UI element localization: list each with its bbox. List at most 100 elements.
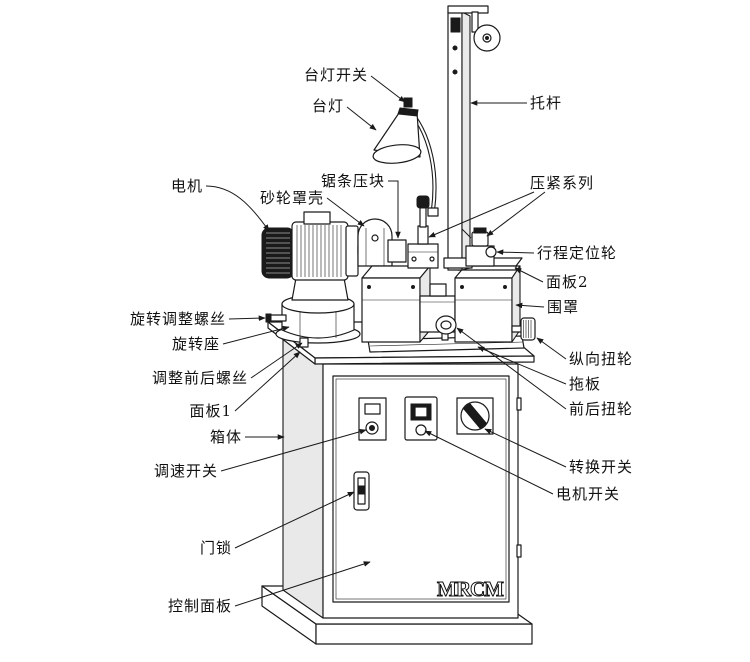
label-panel-1: 面板1 (189, 402, 232, 420)
front-back-adjust-screw (299, 337, 309, 348)
label-stroke-positioning-wheel: 行程定位轮 (537, 244, 617, 262)
label-front-back-knob: 前后扭轮 (569, 400, 633, 418)
label-selector-switch: 转换开关 (569, 458, 633, 476)
clamp-left-body (407, 243, 439, 269)
base-front-face (315, 623, 533, 645)
label-saw-blade-clamp-block: 锯条压块 (321, 172, 385, 190)
saw-blade-clamp-block (387, 239, 407, 263)
speed-switch-display (364, 403, 381, 415)
lamp-arm (413, 115, 436, 211)
longitudinal-knob-knurling (523, 320, 532, 338)
leader-rotation-adjust-screw (228, 315, 266, 321)
label-clamping-series: 压紧系列 (530, 174, 594, 192)
support-rod-top-arm (447, 5, 489, 14)
lamp-shade-band (397, 107, 419, 117)
leader-carriage (477, 346, 567, 385)
door-hinge-bottom (516, 544, 522, 558)
longitudinal-knob-wheel (520, 317, 536, 341)
right-block-screw (503, 285, 507, 289)
label-support-rod: 托杆 (530, 94, 562, 112)
leader-wheel-guard (326, 197, 365, 227)
support-rod (443, 5, 501, 271)
clamp-right-lever (461, 228, 472, 239)
leader-motor (205, 185, 270, 232)
clamp-right-knob (471, 231, 489, 247)
label-motor-switch: 电机开关 (556, 485, 620, 503)
support-rod-clamp (450, 17, 461, 33)
left-block-screw (367, 285, 371, 289)
motor-cooling-fins (296, 225, 342, 277)
front-back-knob (435, 315, 457, 341)
support-rod-screw (452, 69, 458, 75)
leader-rotating-seat (222, 325, 290, 345)
support-rod-side (461, 11, 471, 271)
selector-switch-handle (462, 402, 488, 430)
left-block-screw (411, 285, 415, 289)
leader-control-panel (234, 561, 371, 607)
door-inner-frame (335, 378, 507, 600)
rotation-screw-head (265, 313, 272, 323)
cabinet-side-face (282, 335, 324, 619)
rotation-screw-shank (269, 314, 287, 322)
clamp-right-knob-cap (473, 227, 487, 234)
door-lock (353, 471, 370, 511)
clamp-left-handle-knob (416, 195, 430, 209)
leader-front-back-adjust-screw (250, 342, 303, 379)
clamp-right (461, 227, 497, 267)
wheel-guard-shell (357, 218, 393, 267)
label-lamp: 台灯 (312, 97, 344, 115)
speed-switch (358, 397, 387, 441)
wheel-guard-bolt (371, 234, 379, 242)
label-carriage: 拖板 (569, 375, 601, 393)
clamp-left-bolt (411, 256, 417, 262)
left-block-front (361, 277, 421, 343)
carriage-plate-edge (369, 341, 524, 347)
longitudinal-knob (511, 317, 536, 341)
leader-motor-switch (424, 430, 554, 495)
support-rod-wheel-axle (485, 36, 489, 40)
label-front-back-adjust-screw: 调整前后螺丝 (152, 369, 248, 387)
motor-switch-indicator (415, 424, 427, 436)
right-block-screw (460, 285, 464, 289)
leader-speed-switch (220, 429, 367, 472)
stroke-positioning-wheel (485, 246, 497, 258)
support-rod-screw (452, 45, 458, 51)
label-wheel-guard: 砂轮罩壳 (260, 189, 324, 207)
labels: 台灯开关 台灯 托杆 电机 锯条压块 砂轮罩壳 压紧系列 行程定位轮 面板2 围… (130, 66, 633, 615)
label-rotation-adjust-screw: 旋转调整螺丝 (130, 310, 226, 328)
label-longitudinal-knob: 纵向扭轮 (569, 350, 633, 368)
leader-selector-switch (484, 428, 567, 468)
leader-lamp-switch (370, 75, 406, 103)
lamp-arm-base (427, 207, 439, 217)
leader-saw-blade-clamp-block (388, 180, 401, 239)
leader-clamping-series-right (486, 191, 546, 237)
leader-lines (205, 75, 567, 607)
label-lamp-switch: 台灯开关 (304, 66, 368, 84)
door-hinge-top (516, 397, 522, 411)
clamp-left-bolt (429, 256, 435, 262)
lamp (372, 97, 439, 217)
leader-door-lock (234, 491, 355, 549)
right-block-enclosure (454, 265, 521, 343)
leader-lamp (346, 106, 377, 131)
motor-bracket (291, 277, 349, 301)
motor-fan-cover-ribs (266, 232, 290, 274)
leader-front-back-knob (456, 327, 567, 410)
wheel-guard (357, 218, 393, 267)
front-back-knob-hub (440, 320, 452, 330)
support-rod-front (447, 11, 463, 271)
label-panel-2: 面板2 (546, 273, 589, 291)
leader-enclosure (515, 302, 545, 309)
motor-terminal-box (303, 211, 331, 225)
motor (261, 211, 365, 281)
leader-panel-1 (234, 351, 301, 412)
label-door-lock: 门锁 (200, 539, 232, 557)
leader-clamping-series-left (428, 191, 535, 238)
label-cabinet: 箱体 (210, 428, 242, 446)
clamp-left (407, 195, 439, 269)
motor-body (291, 221, 349, 281)
rotation-adjust-screw (265, 313, 287, 323)
label-enclosure: 围罩 (547, 298, 579, 316)
door-lock-keyhole-icon (357, 485, 366, 495)
